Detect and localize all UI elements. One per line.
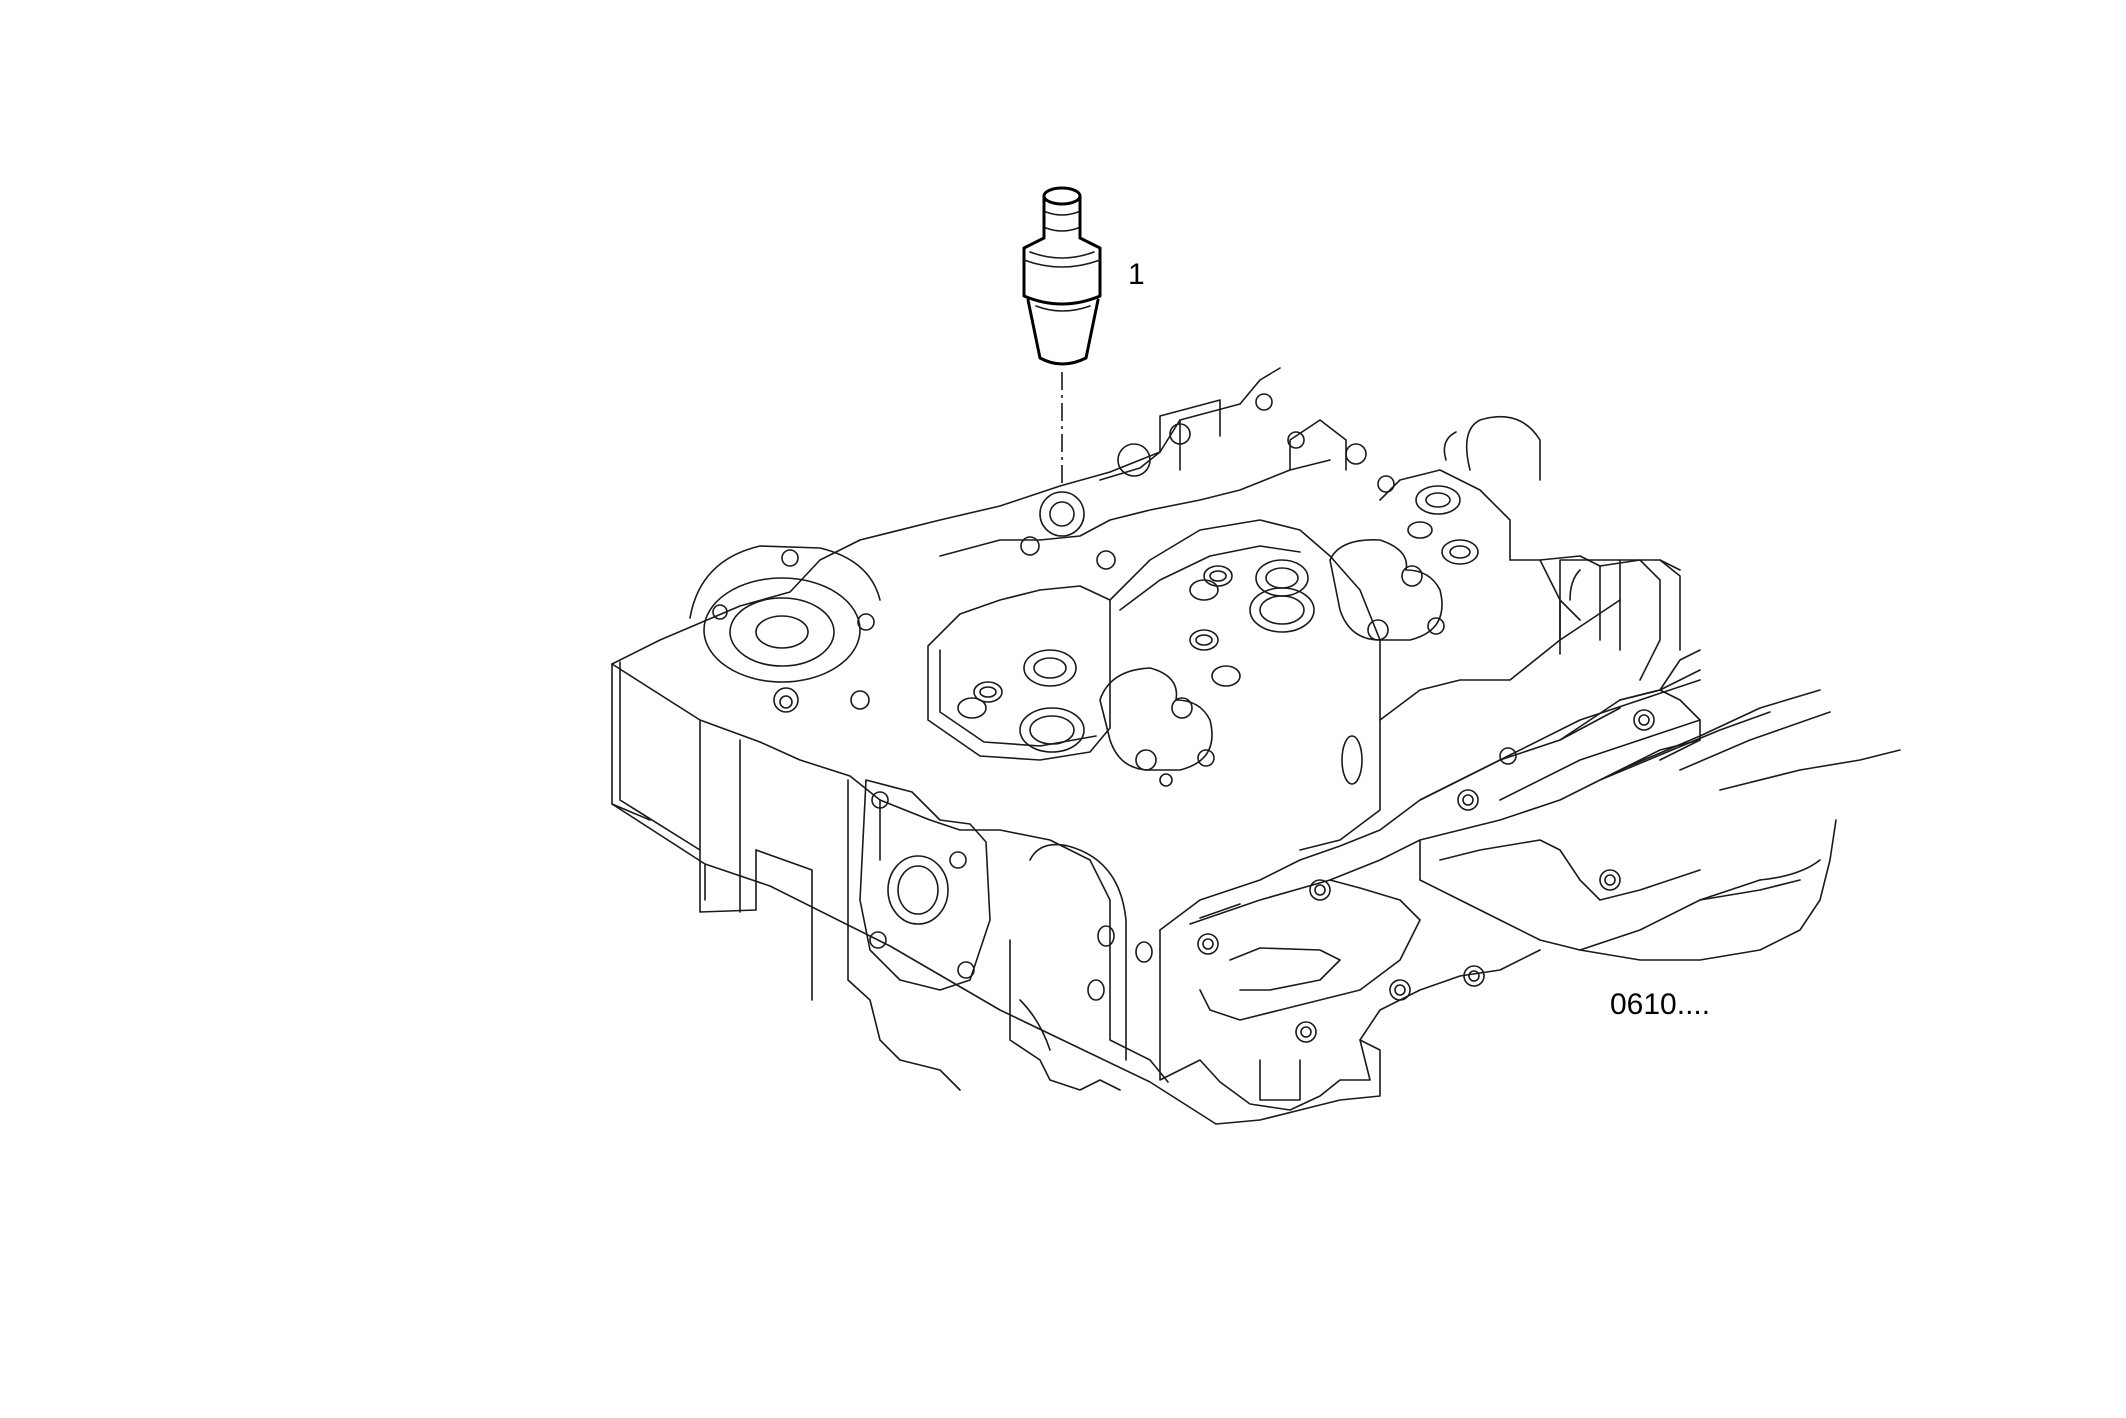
part-valve[interactable] — [1022, 186, 1102, 366]
figure-code: 0610.... — [1610, 988, 1710, 1021]
cylinder-head — [611, 367, 1901, 1125]
callout-label-1: 1 — [1128, 258, 1145, 291]
